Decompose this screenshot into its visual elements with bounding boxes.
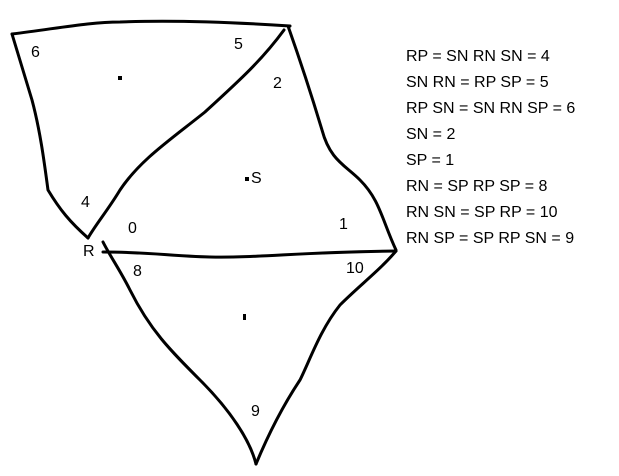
top-edge bbox=[10, 19, 292, 36]
right-edge-upper bbox=[286, 24, 398, 252]
equation-3: RP SN = SN RN SP = 6 bbox=[406, 100, 576, 117]
region-label-4: 4 bbox=[81, 194, 90, 211]
equation-4: SN = 2 bbox=[406, 126, 456, 143]
region-label-2: 2 bbox=[273, 75, 282, 92]
equation-7: RN SN = SP RP = 10 bbox=[406, 204, 558, 221]
dot-bottom bbox=[243, 314, 246, 320]
point-label-r: R bbox=[83, 243, 95, 260]
equation-2: SN RN = RP SP = 5 bbox=[406, 74, 549, 91]
region-label-8: 8 bbox=[133, 263, 142, 280]
equation-1: RP = SN RN SN = 4 bbox=[406, 48, 550, 65]
region-label-6: 6 bbox=[31, 44, 40, 61]
region-label-1: 1 bbox=[339, 216, 348, 233]
lower-right-edge bbox=[254, 249, 398, 466]
point-label-s: S bbox=[251, 170, 262, 187]
equation-5: SP = 1 bbox=[406, 152, 455, 169]
equation-8: RN SP = SP RP SN = 9 bbox=[406, 230, 575, 247]
point-s-dot bbox=[245, 177, 249, 181]
region-label-9: 9 bbox=[251, 403, 260, 420]
equation-6: RN = SP RP SP = 8 bbox=[406, 178, 548, 195]
region-label-0: 0 bbox=[128, 220, 137, 237]
region-label-5: 5 bbox=[234, 36, 243, 53]
dot-top bbox=[118, 76, 122, 80]
region-label-10: 10 bbox=[346, 260, 364, 277]
divider-line bbox=[101, 249, 398, 259]
lower-left-edge bbox=[101, 240, 258, 466]
left-edge bbox=[10, 32, 90, 240]
inner-diagonal bbox=[86, 28, 286, 240]
